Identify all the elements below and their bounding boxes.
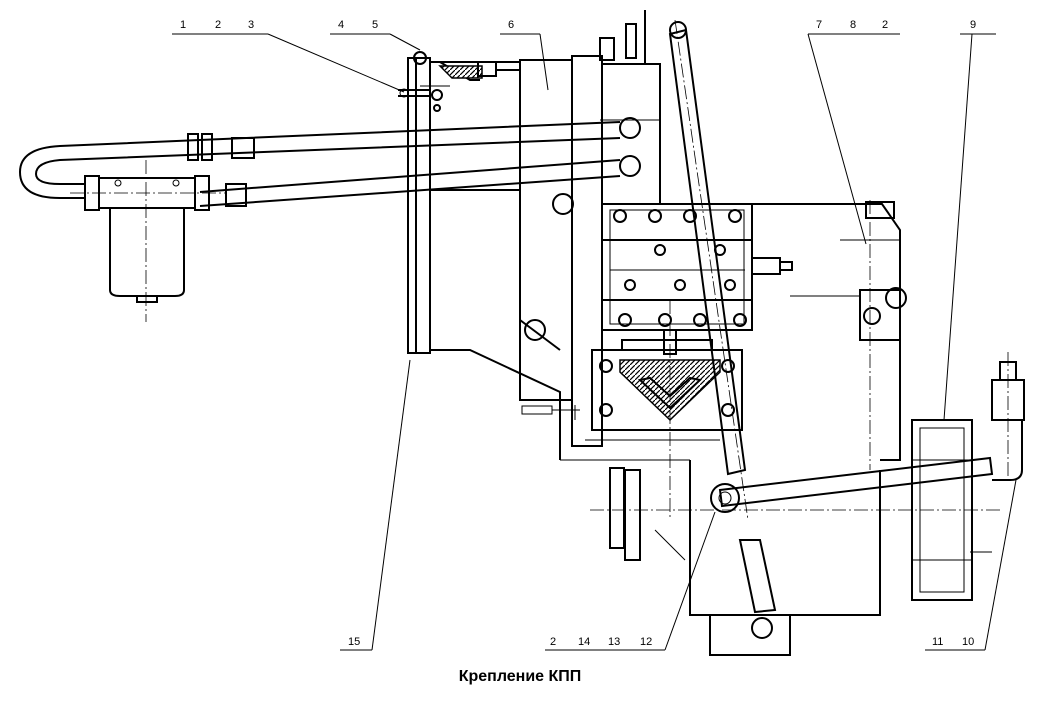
callout-11: 11 — [932, 636, 943, 648]
callout-12: 12 — [640, 636, 652, 648]
callout-4: 4 — [338, 19, 344, 31]
callout-9: 9 — [970, 19, 976, 31]
right-unit — [911, 352, 1025, 601]
shift-lever — [668, 19, 749, 521]
callout-6: 6 — [508, 19, 514, 31]
drawing-caption: Крепление КПП — [458, 668, 582, 685]
callout-13: 13 — [608, 636, 620, 648]
callout-2: 2 — [215, 19, 221, 31]
callout-3: 3 — [248, 19, 254, 31]
callout-10: 10 — [962, 636, 974, 648]
control-rod — [710, 456, 994, 639]
callout-2-right: 2 — [882, 19, 888, 31]
callout-7: 7 — [816, 19, 822, 31]
callout-14: 14 — [578, 636, 590, 648]
top-bracket — [420, 61, 520, 112]
oil-filter — [70, 160, 225, 322]
callout-15: 15 — [348, 636, 360, 648]
mounting-plate — [398, 51, 521, 354]
callout-5: 5 — [372, 19, 378, 31]
callout-1: 1 — [180, 19, 186, 31]
callout-2-bottom: 2 — [550, 636, 556, 648]
leader-lines — [172, 33, 1017, 651]
lower-housing — [590, 460, 1000, 656]
callout-8: 8 — [850, 19, 856, 31]
shift-cover — [601, 203, 793, 331]
oil-pipes — [18, 117, 641, 207]
right-bracket — [752, 200, 907, 470]
callout-labels: 1 2 3 4 5 6 7 8 2 9 15 2 14 13 12 11 10 — [180, 19, 976, 648]
